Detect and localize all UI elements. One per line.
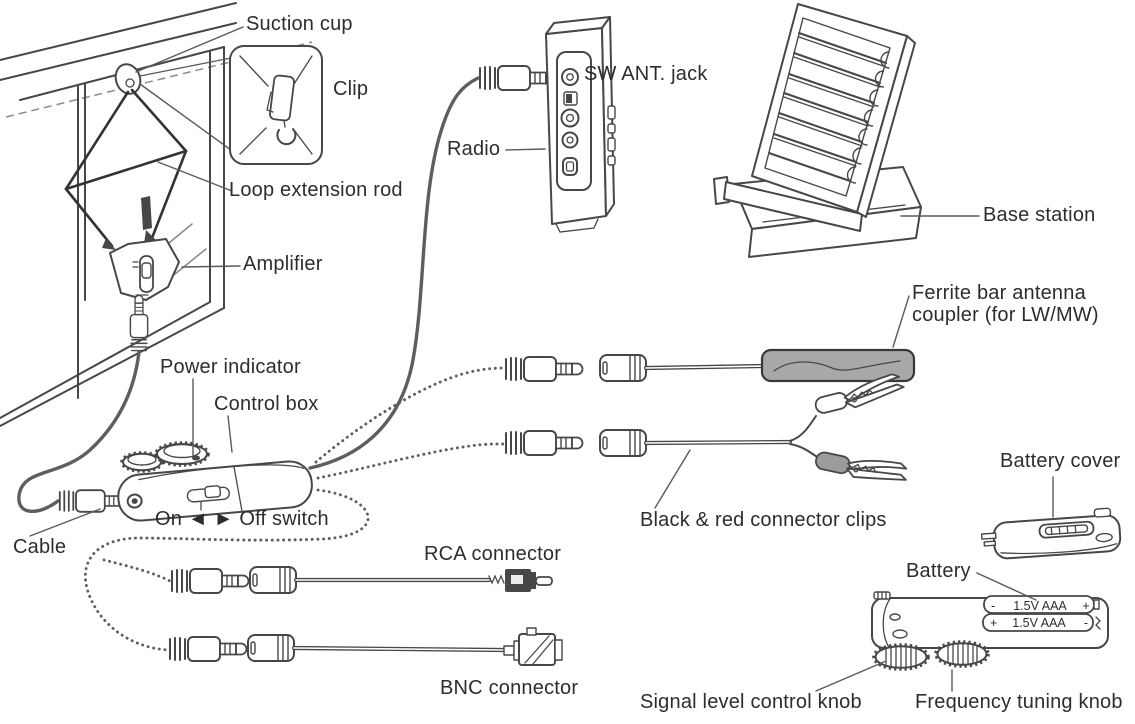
control-box-knob-large[interactable]	[154, 441, 210, 467]
radio-drawing	[545, 16, 616, 233]
svg-text:1.5V AAA: 1.5V AAA	[1013, 599, 1067, 613]
radio-plug	[479, 65, 558, 91]
window-latch	[141, 196, 152, 230]
suction-cup-drawing	[114, 63, 142, 95]
label-loop-extension-rod: Loop extension rod	[229, 179, 403, 201]
alligator-clip-red	[815, 451, 908, 481]
power-indicator-led	[192, 455, 200, 461]
pointer-lines	[29, 26, 1054, 692]
clip-icon	[266, 74, 297, 146]
rca-plug	[488, 569, 553, 592]
label-suction-cup: Suction cup	[246, 13, 353, 35]
label-frequency-tuning-knob: Frequency tuning knob	[915, 691, 1123, 713]
window-drawing	[0, 2, 313, 427]
label-radio: Radio	[447, 138, 501, 160]
battery-cover-drawing	[980, 507, 1122, 560]
label-control-box: Control box	[214, 393, 319, 415]
label-cable: Cable	[13, 536, 67, 558]
rca-cable-assembly	[171, 566, 553, 594]
amplifier-cable	[17, 350, 141, 514]
label-battery-cover: Battery cover	[1000, 450, 1121, 472]
loop-antenna-drawing	[64, 88, 188, 248]
label-on-off-switch: On ◄ ► Off switch	[155, 508, 329, 530]
label-rca-connector: RCA connector	[424, 543, 562, 565]
battery-cells: - 1.5V AAA + + 1.5V AAA -	[982, 595, 1101, 632]
svg-text:-: -	[1084, 616, 1088, 630]
control-box-drawing	[117, 441, 313, 522]
label-clip: Clip	[333, 78, 369, 100]
base-station-drawing	[713, 3, 922, 258]
alligator-clip-black	[814, 373, 905, 414]
label-amplifier: Amplifier	[243, 253, 323, 275]
dotted-cable-ferrite	[314, 366, 506, 464]
clips-cable-assembly	[505, 373, 908, 481]
dotted-cable-rca-branch	[102, 558, 172, 583]
svg-text:1.5V AAA: 1.5V AAA	[1012, 616, 1066, 630]
label-sw-ant-jack: SW ANT. jack	[584, 63, 708, 85]
label-bnc-connector: BNC connector	[440, 677, 579, 699]
label-base-station: Base station	[983, 204, 1096, 226]
dotted-cable-clips	[316, 442, 506, 480]
svg-text:-: -	[991, 599, 995, 613]
battery-compartment-drawing: - 1.5V AAA + + 1.5V AAA -	[871, 591, 1109, 671]
ferrite-bar	[760, 348, 916, 383]
svg-text:+: +	[990, 616, 997, 630]
svg-text:+: +	[1082, 599, 1089, 613]
signal-level-knob-drawing[interactable]	[872, 643, 930, 671]
label-ferrite-coupler: Ferrite bar antenna coupler (for LW/MW)	[912, 282, 1099, 327]
bnc-cable-assembly	[169, 627, 563, 666]
frequency-tuning-knob-drawing[interactable]	[934, 640, 990, 668]
label-signal-level-knob: Signal level control knob	[640, 691, 862, 713]
sw-ant-jack-port[interactable]	[561, 68, 579, 86]
bnc-plug	[503, 627, 563, 666]
dotted-cable-loop	[84, 488, 370, 652]
clip-detail-box	[139, 45, 323, 165]
radio-cable	[308, 76, 480, 470]
label-black-red-clips: Black & red connector clips	[640, 509, 887, 531]
ferrite-cable-assembly	[505, 348, 916, 383]
amplifier-drawing	[102, 230, 180, 352]
control-box-knob-small[interactable]	[120, 451, 164, 473]
label-power-indicator: Power indicator	[160, 356, 301, 378]
label-battery: Battery	[906, 560, 971, 582]
